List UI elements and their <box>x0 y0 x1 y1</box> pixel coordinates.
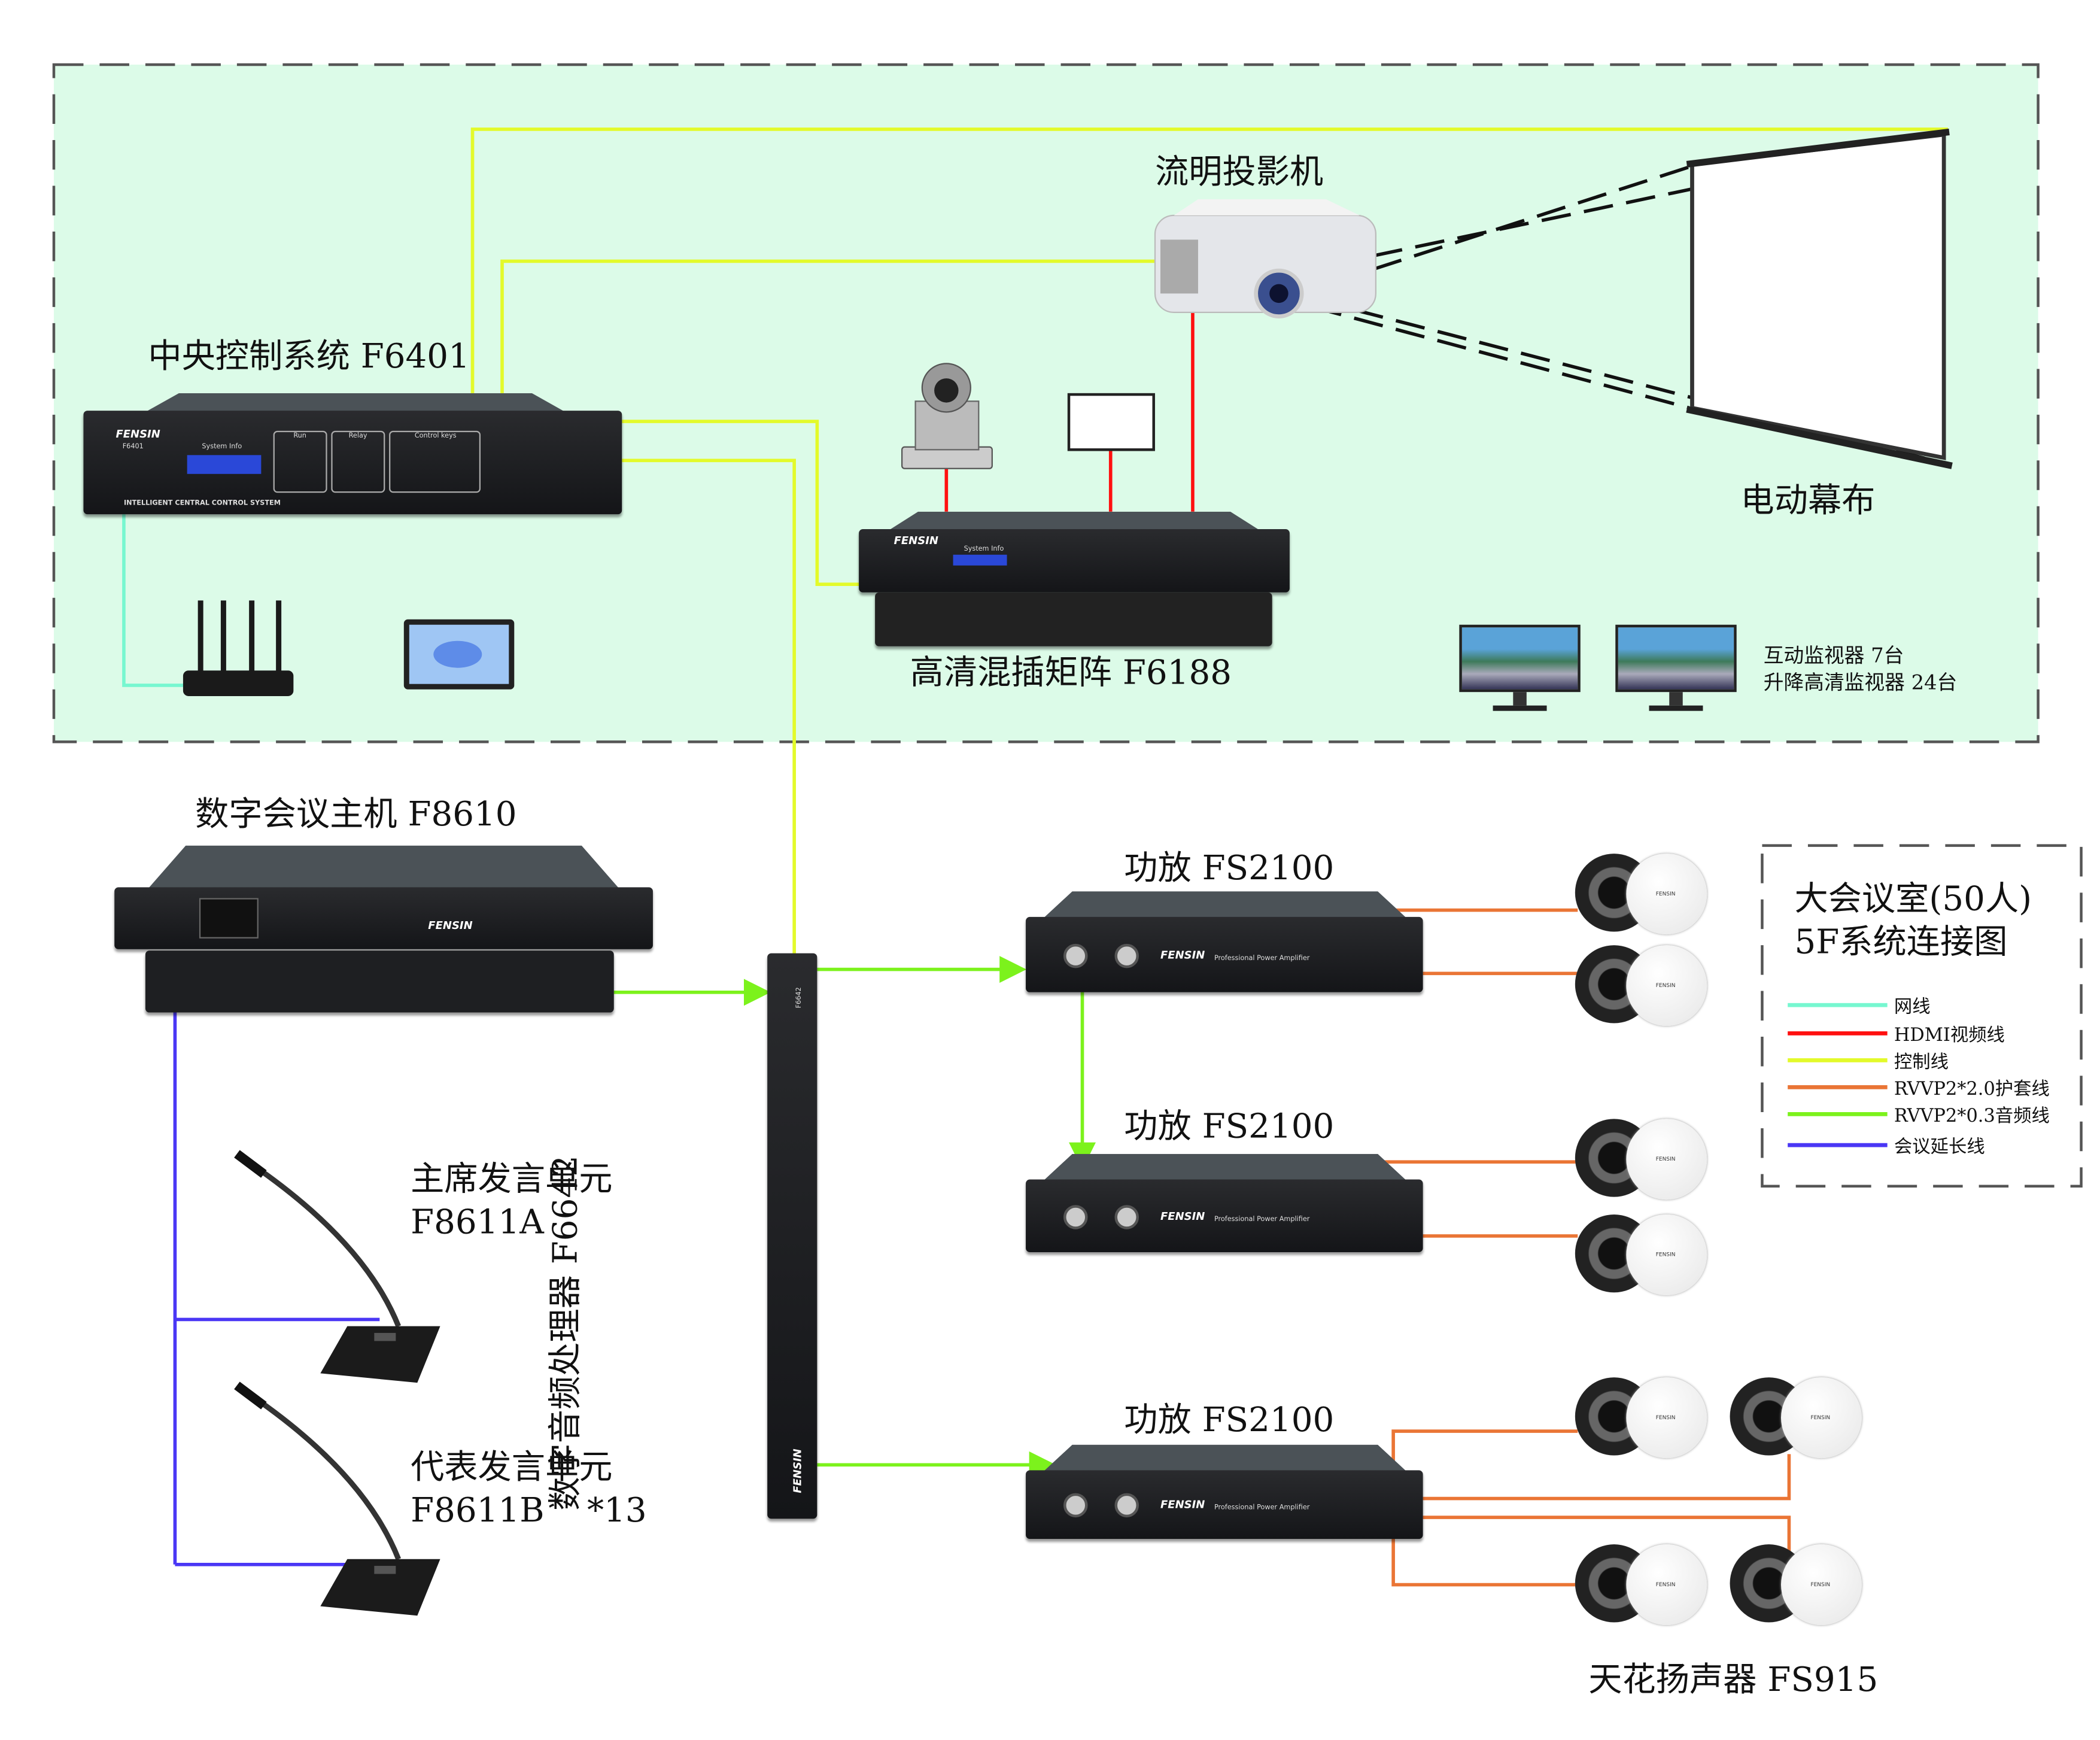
monitor <box>1615 624 1737 713</box>
processor-label-text: 数字音频处理器 F6642 <box>545 1155 585 1511</box>
screen-label: 电动幕布 <box>1740 481 1876 520</box>
diagram-title-line1: 大会议室(50人) <box>1794 879 2032 919</box>
control-keys-panel: Control keys <box>389 430 481 493</box>
system-info-label: System Info <box>964 545 1004 554</box>
amp1-device: FENSIN Professional Power Amplifier <box>1026 916 1423 992</box>
control-wire-screen <box>470 127 1948 393</box>
amp2-device: FENSIN Professional Power Amplifier <box>1026 1179 1423 1252</box>
monitor <box>1459 624 1581 713</box>
system-info-label: System Info <box>202 443 242 451</box>
central-control-top <box>145 393 566 412</box>
amp1-top <box>1043 891 1407 919</box>
host-display <box>199 898 259 939</box>
brand-logo: FENSIN <box>791 1449 804 1493</box>
lcd-display <box>953 554 1007 566</box>
projection-line <box>1372 165 1690 271</box>
chair-microphone <box>234 1150 440 1383</box>
amp-front-text: Professional Power Amplifier <box>1214 1216 1310 1224</box>
delegate-microphone <box>234 1381 440 1616</box>
legend-swatch-rvvp-0-3 <box>1788 1112 1888 1116</box>
legend-border <box>1761 844 2083 1188</box>
diagram-title-line2: 5F系统连接图 <box>1794 922 2008 962</box>
lcd-display <box>187 455 262 474</box>
motorized-screen <box>1690 132 1946 460</box>
router <box>183 600 294 696</box>
audio-processor-device: F6642 FENSIN <box>767 953 817 1519</box>
brand-logo: FENSIN <box>428 919 473 932</box>
amp3-label: 功放 FS2100 <box>1124 1400 1335 1440</box>
central-control-device: FENSIN F6401 System Info Run Relay Contr… <box>83 411 622 515</box>
ceiling-speaker: FENSIN <box>1730 1544 1864 1627</box>
amp-front-text: Professional Power Amplifier <box>1214 1504 1310 1513</box>
legend-label: RVVP2*2.0护套线 <box>1894 1078 2050 1100</box>
monitors-count-2: 升降高清监视器 24台 <box>1763 670 1958 695</box>
device-footer-text: INTELLIGENT CENTRAL CONTROL SYSTEM <box>123 499 281 508</box>
delegate-unit-model: F8611B *13 <box>411 1490 647 1530</box>
matrix-label: 高清混插矩阵 F6188 <box>910 652 1232 693</box>
control-keys-label: Control keys <box>414 432 457 441</box>
chair-unit-label: 主席发言单元 <box>411 1159 613 1198</box>
display-box <box>1067 393 1155 451</box>
processor-model: F6642 <box>795 987 804 1009</box>
relay-label: Relay <box>348 432 367 441</box>
legend-swatch-conference <box>1788 1143 1888 1147</box>
device-model: F6401 <box>122 443 144 451</box>
legend-label: 网线 <box>1894 996 1931 1018</box>
ceiling-speaker: FENSIN <box>1575 854 1710 937</box>
amp-front-text: Professional Power Amplifier <box>1214 954 1310 963</box>
run-label: Run <box>293 432 306 441</box>
chair-unit-model: F8611A <box>411 1202 544 1241</box>
matrix-top <box>888 511 1260 531</box>
projector <box>1154 199 1377 318</box>
ceiling-speaker: FENSIN <box>1575 945 1710 1028</box>
delegate-unit-label: 代表发言单元 <box>411 1447 613 1487</box>
legend-swatch-network <box>1788 1003 1888 1007</box>
legend-swatch-rvvp-2-0 <box>1788 1085 1888 1089</box>
projector-label: 流明投影机 <box>1154 152 1324 192</box>
conference-host-top <box>148 845 619 889</box>
relay-panel: Relay <box>331 430 385 493</box>
speakers-label: 天花扬声器 FS915 <box>1588 1660 1879 1699</box>
run-panel: Run <box>273 430 327 493</box>
projection-line <box>1312 305 1690 410</box>
ceiling-speaker: FENSIN <box>1575 1214 1710 1298</box>
legend-label: 会议延长线 <box>1894 1136 1985 1158</box>
ceiling-speaker: FENSIN <box>1575 1544 1710 1627</box>
legend-swatch-control <box>1788 1058 1888 1062</box>
matrix-rear <box>875 592 1272 646</box>
ceiling-speaker: FENSIN <box>1575 1119 1710 1202</box>
amp2-top <box>1043 1153 1407 1181</box>
control-wire-projector <box>500 259 1155 393</box>
amp2-label: 功放 FS2100 <box>1124 1107 1335 1146</box>
legend-label: 控制线 <box>1894 1051 1949 1073</box>
legend-label: RVVP2*0.3音频线 <box>1894 1105 2050 1127</box>
ceiling-speaker: FENSIN <box>1575 1377 1710 1460</box>
legend-label: HDMI视频线 <box>1894 1024 2005 1046</box>
ceiling-speaker: FENSIN <box>1730 1377 1864 1460</box>
control-wire-processor <box>622 458 796 956</box>
matrix-device: FENSIN System Info <box>859 529 1290 593</box>
monitors-count-1: 互动监视器 7台 <box>1763 643 1904 668</box>
amp3-top <box>1043 1444 1407 1472</box>
ptz-camera <box>901 363 993 469</box>
central-control-label: 中央控制系统 F6401 <box>148 336 470 376</box>
network-wire <box>122 514 185 687</box>
speaker-wires <box>1382 908 1791 1587</box>
conference-host-rear <box>145 951 614 1013</box>
conference-host-label: 数字会议主机 F8610 <box>195 794 517 834</box>
control-wire-matrix <box>622 420 859 587</box>
tablet <box>403 619 515 690</box>
conference-host-device: FENSIN <box>114 887 653 949</box>
brand-logo: FENSIN <box>116 428 160 441</box>
legend-swatch-hdmi <box>1788 1031 1888 1036</box>
amp3-device: FENSIN Professional Power Amplifier <box>1026 1470 1423 1539</box>
amp1-label: 功放 FS2100 <box>1124 848 1335 888</box>
brand-logo: FENSIN <box>894 535 938 547</box>
